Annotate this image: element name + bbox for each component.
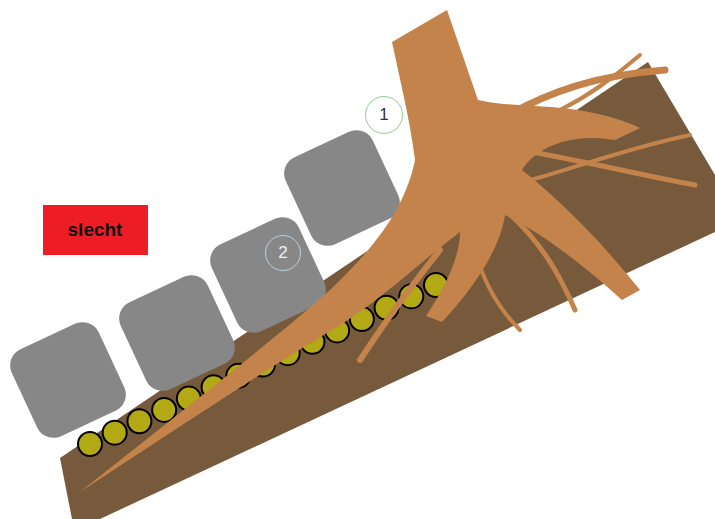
rating-label: slecht (43, 205, 148, 255)
root-branch (470, 235, 520, 330)
paving-stone (4, 316, 132, 444)
sand-grain (103, 421, 127, 445)
sand-grain (127, 409, 151, 433)
tree-root (80, 10, 695, 492)
rating-text: slecht (68, 220, 123, 241)
callout-circle: 2 (265, 235, 301, 271)
root-mass (80, 10, 640, 492)
sand-grain (78, 432, 102, 456)
root-branch (500, 70, 665, 120)
callout-number: 1 (379, 106, 388, 125)
root-branch (530, 135, 690, 180)
root-branch (560, 55, 640, 110)
root-branch (360, 250, 440, 360)
root-branch (505, 210, 575, 310)
callout-number: 2 (278, 244, 287, 263)
sand-grain (152, 398, 176, 422)
callout-circle: 1 (365, 96, 403, 134)
